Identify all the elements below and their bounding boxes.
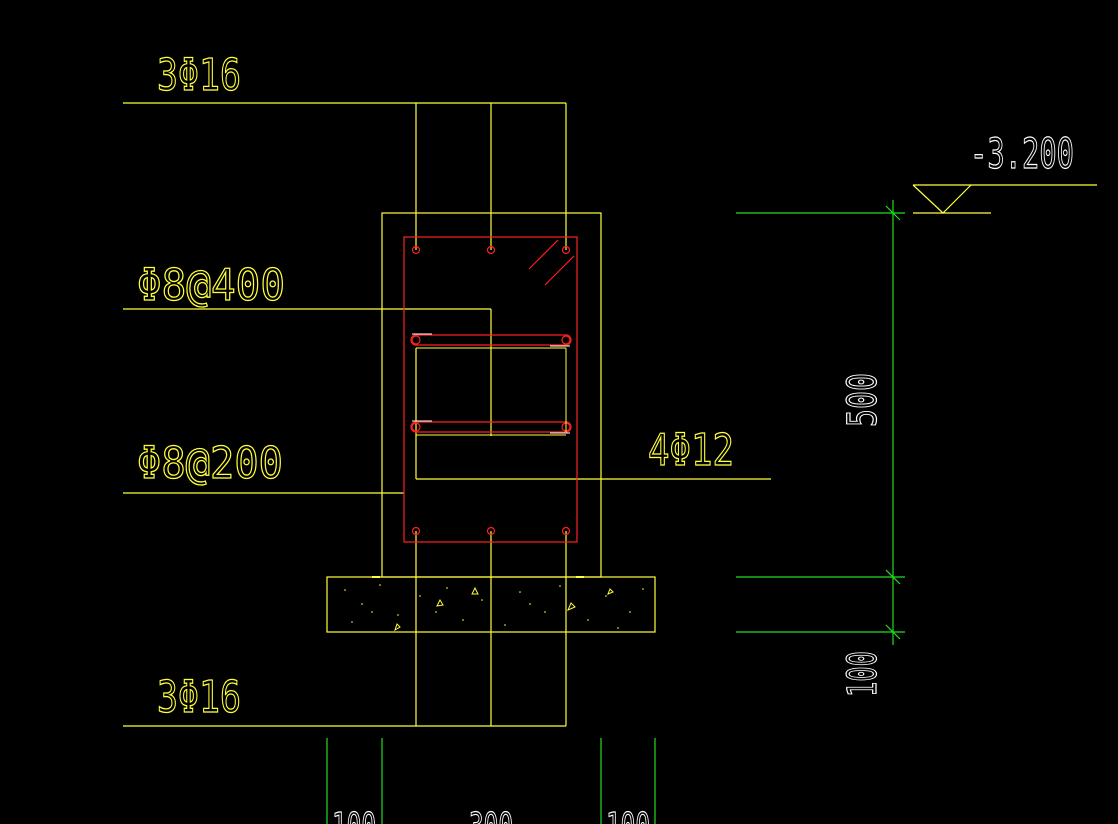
- cushion-outline: [326, 576, 656, 633]
- cushion-hatch: [344, 584, 644, 629]
- tie-guides: [416, 347, 567, 436]
- stirrup-hook-b: [544, 255, 575, 286]
- side-bars-label: 4Φ12: [648, 425, 734, 476]
- leader-lines: [123, 102, 771, 727]
- top-rebar-label: 3Φ16: [157, 50, 241, 101]
- dim-bottom-right: 100: [606, 806, 650, 824]
- rebar-cage: [403, 236, 578, 543]
- elevation-value: -3.200: [970, 129, 1074, 178]
- upper-tie-bar: [410, 334, 572, 346]
- tie-hooks: [412, 333, 570, 434]
- cushion-triangles: [394, 586, 614, 632]
- top-bar-right: [561, 245, 571, 255]
- top-bar-mid: [486, 245, 496, 255]
- top-bar-left: [411, 245, 421, 255]
- side-bar-lower-left: [411, 422, 421, 432]
- dim-cushion-height: 100: [840, 651, 886, 697]
- bottom-bar-right: [561, 526, 571, 536]
- dim-beam-height: 500: [840, 373, 886, 427]
- dim-tick-mid: [885, 569, 901, 585]
- concrete-cushion: [326, 576, 656, 633]
- stirrup-lower-label: Φ8@200: [137, 438, 283, 489]
- bottom-bar-mid: [486, 526, 496, 536]
- side-bar-upper-left: [411, 335, 421, 345]
- bottom-bar-left: [411, 526, 421, 536]
- dim-bottom-middle: 300: [469, 806, 513, 824]
- bottom-dimensions: [326, 738, 656, 824]
- vertical-dimensions: [736, 200, 905, 645]
- elevation-triangle-icon: [912, 184, 972, 214]
- outer-stirrup: [403, 236, 578, 543]
- dim-bottom-left: 100: [332, 806, 376, 824]
- stirrup-upper-label: Φ8@400: [137, 260, 285, 311]
- dim-tick-bottom: [885, 624, 901, 640]
- side-bar-upper-right: [561, 335, 571, 345]
- dim-tick-top: [885, 205, 901, 221]
- elevation-marker: -3.200: [912, 128, 1097, 214]
- stirrup-hook-a: [528, 239, 559, 270]
- bottom-rebar-label: 3Φ16: [157, 672, 241, 723]
